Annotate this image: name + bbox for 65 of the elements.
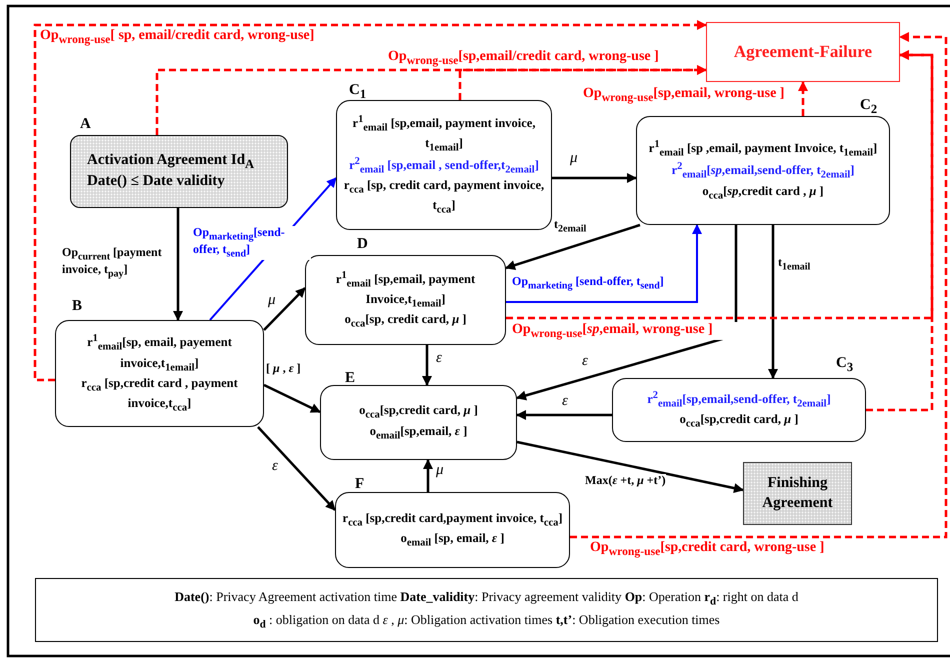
arrow: [516, 440, 744, 494]
state-letter: F: [355, 476, 364, 493]
state-text: o$_{email}$ [sp, email, ε ]: [400, 530, 506, 550]
arrow: [506, 224, 702, 303]
edge-label: Op$_{wrong-use}$[ sp, email/credit card, wrong-use]: [40, 28, 314, 46]
state-letter: D: [357, 236, 368, 253]
dashed-arrow: [866, 50, 934, 412]
state-text: r$_{cca}$ [sp,credit card , payment invoice,t$_{cca}$]: [80, 374, 239, 415]
final-state-box: [743, 462, 852, 525]
dashed-arrow: [570, 32, 948, 538]
edge-label: t$_{2email}$: [554, 218, 586, 235]
edge-label: Op$_{wrong-use}$[sp,credit card, wrong-use ]: [590, 540, 824, 558]
state-text: Activation Agreement Id$_{A}$: [86, 151, 256, 172]
state-text: o$_{cca}$[sp, credit card, μ ]: [344, 311, 468, 332]
state-box: [636, 116, 890, 225]
state-box: [55, 320, 264, 427]
state-box: [320, 385, 517, 460]
legend-text: Date(): Privacy Agreement activation time Date_validity: Privacy agreement validity Op: Operation r$_{d}$: right on data d: [174, 588, 800, 610]
state-text: Agreement-Failure: [732, 40, 874, 63]
initial-state-box: [70, 135, 288, 208]
state-box: [336, 100, 552, 230]
arrow: [257, 426, 336, 511]
dashed-arrow: [458, 65, 707, 100]
state-text: r$^{1}$$_{email}$ [sp ,email, payment Invoice, t$_{1email}$]: [648, 138, 878, 160]
state-text: r$^{2}$$_{email}$[sp,email,send-offer, t$_{2email}$]: [670, 160, 856, 183]
state-text: o$_{cca}$[sp,credit card , μ ]: [701, 182, 825, 203]
arrow: [768, 225, 778, 379]
arrow: [423, 459, 433, 492]
edge-label: Op$_{wrong-use}$[sp,email/credit card, wrong-use ]: [388, 49, 659, 68]
state-letter: E: [345, 370, 356, 387]
state-letter: B: [72, 298, 82, 315]
state-box: [305, 255, 506, 345]
arrow: [173, 208, 183, 321]
arrow: [263, 384, 321, 414]
state-box: [335, 492, 570, 568]
state-text: o$_{cca}$[sp,credit card, μ ]: [678, 411, 800, 432]
arrow: [516, 410, 612, 420]
arrow: [263, 287, 306, 331]
state-text: Date() ≤ Date validity: [86, 172, 226, 192]
edge-label: t$_{1email}$: [778, 256, 810, 273]
state-letter: C$_{2}$: [860, 97, 878, 117]
arrow: [516, 225, 738, 400]
edge-label: Op$_{wrong-use}$[sp,email, wrong-use ]: [583, 86, 784, 104]
edge-label: Max(ε +t, μ +t’): [585, 474, 666, 488]
dashed-arrow: [34, 20, 707, 382]
state-letter: C$_{3}$: [836, 355, 854, 375]
state-text: o$_{email}$[sp,email, ε ]: [368, 422, 468, 443]
state-text: r$_{cca}$ [sp, credit card, payment invoice, t$_{cca}$]: [343, 177, 545, 218]
state-letter: A: [80, 116, 91, 133]
state-box: [612, 378, 866, 442]
state-text: r$^{1}$$_{email}$ [sp,email, payment invoice, t$_{1email}$]: [352, 112, 536, 155]
state-text: Finishing Agreement: [761, 474, 834, 512]
arrow: [552, 173, 637, 183]
state-text: o$_{cca}$[sp,credit card, μ ]: [358, 402, 479, 422]
edge-label: Op$_{marketing}$[send-offer, t$_{send}$]: [193, 226, 311, 260]
state-text: r$^{2}$$_{email}$ [sp,email , send-offer,t$_{2email}$]: [348, 154, 540, 178]
arrow: [505, 224, 640, 270]
dashed-arrow: [798, 81, 808, 116]
state-text: r$^{2}$$_{email}$[sp,email,send-offer, t$_{2email}$]: [646, 388, 832, 412]
failure-box: [706, 22, 900, 82]
legend-text: o$_{d}$ : obligation on data d ε , μ: Obligation activation times t,t’: Obligation execution times: [252, 611, 721, 633]
state-text: r$_{cca}$ [sp,credit card,payment invoice, t$_{cca}$]: [342, 510, 563, 530]
arrow: [422, 345, 432, 386]
edge-label: [ μ , ε ]: [266, 362, 301, 376]
state-letter: C$_{1}$: [349, 82, 366, 102]
